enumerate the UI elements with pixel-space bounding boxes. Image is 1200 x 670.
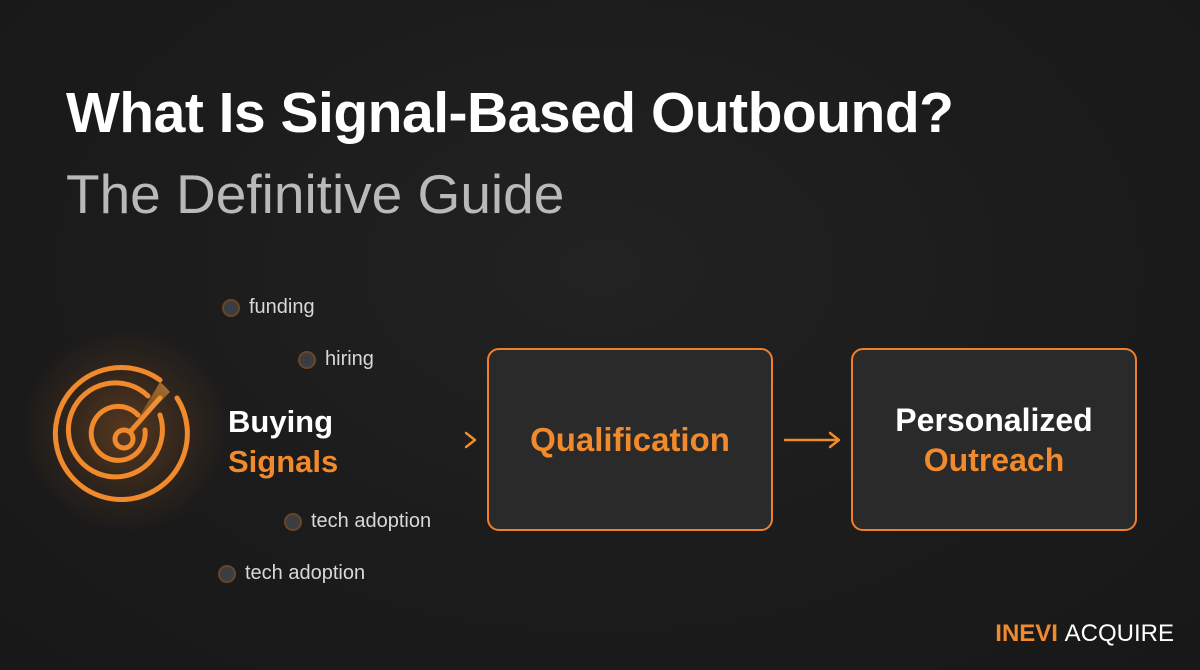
page-title: What Is Signal-Based Outbound? [66, 81, 954, 145]
arrow-right-icon [784, 431, 841, 449]
step-outreach-label-line1: Personalized [895, 401, 1093, 438]
brand-part2: ACQUIRE [1064, 620, 1174, 647]
signal-funding: funding [222, 296, 315, 319]
buying-label-line1: Buying [228, 404, 334, 439]
signal-label: funding [249, 296, 315, 318]
signal-label: hiring [325, 348, 374, 370]
step-personalized-outreach: Personalized Outreach [851, 348, 1137, 531]
step-qualification: Qualification [487, 348, 773, 531]
signal-tech-adoption-1: tech adoption [284, 510, 431, 533]
arrow-right-icon [400, 431, 477, 449]
radar-icon [52, 365, 190, 503]
step-outreach-label-line2: Outreach [923, 441, 1065, 478]
signal-tech-adoption-2: tech adoption [218, 562, 365, 585]
signal-dot-icon [298, 350, 316, 369]
brand-part1: INEVI [995, 620, 1058, 647]
signal-hiring: hiring [298, 348, 374, 371]
signal-label: tech adoption [245, 562, 366, 584]
signal-dot-icon [222, 298, 240, 317]
brand-logo: INEVI ACQUIRE [995, 620, 1174, 648]
signal-label: tech adoption [311, 510, 432, 532]
page-subtitle: The Definitive Guide [66, 163, 565, 225]
signal-dot-icon [284, 512, 302, 531]
buying-label-line2: Signals [228, 444, 339, 479]
buying-signals-label: Buying Signals [228, 402, 338, 482]
signal-dot-icon [218, 564, 236, 583]
step-qualification-label: Qualification [530, 420, 730, 458]
